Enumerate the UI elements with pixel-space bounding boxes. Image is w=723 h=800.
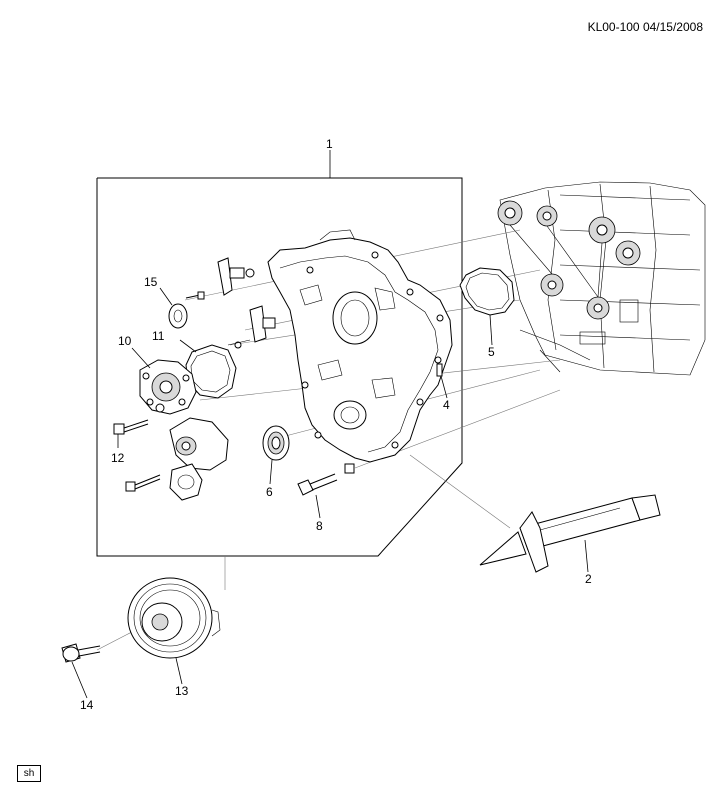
footer-tag: sh xyxy=(17,765,41,782)
belt-tensioner xyxy=(125,417,229,501)
callout-10: 10 xyxy=(118,334,132,348)
callout-8: 8 xyxy=(316,519,323,533)
cover-gasket xyxy=(459,267,515,316)
callout-11: 11 xyxy=(152,329,165,343)
assembly-frame xyxy=(96,150,463,557)
callout-4: 4 xyxy=(443,398,450,412)
water-pump xyxy=(139,359,197,415)
callout-15: 15 xyxy=(144,275,158,289)
callout-1: 1 xyxy=(326,137,333,151)
dowel-pin xyxy=(436,363,443,377)
engine-block xyxy=(497,181,706,376)
callout-14: 14 xyxy=(80,698,94,712)
seal-15 xyxy=(168,303,188,329)
bolt-8 xyxy=(297,463,355,496)
sensor-bolt xyxy=(185,291,205,300)
callout-labels: 1 2 4 5 6 8 10 11 12 13 14 15 xyxy=(80,137,592,712)
bolt-12 xyxy=(113,419,149,435)
cam-sensor-upper xyxy=(217,257,255,296)
callout-13: 13 xyxy=(175,684,189,698)
timing-cover xyxy=(267,229,453,463)
document-id: KL00-100 04/15/2008 xyxy=(587,20,703,34)
cam-sensor-lower xyxy=(227,305,276,349)
crankshaft-seal xyxy=(262,425,290,461)
harmonic-balancer xyxy=(127,577,221,659)
callout-12: 12 xyxy=(111,451,125,465)
sealant-tube xyxy=(479,494,661,573)
callout-5: 5 xyxy=(488,345,495,359)
callout-6: 6 xyxy=(266,485,273,499)
leader-lines xyxy=(71,287,589,699)
callout-2: 2 xyxy=(585,572,592,586)
balancer-bolt xyxy=(61,643,101,663)
